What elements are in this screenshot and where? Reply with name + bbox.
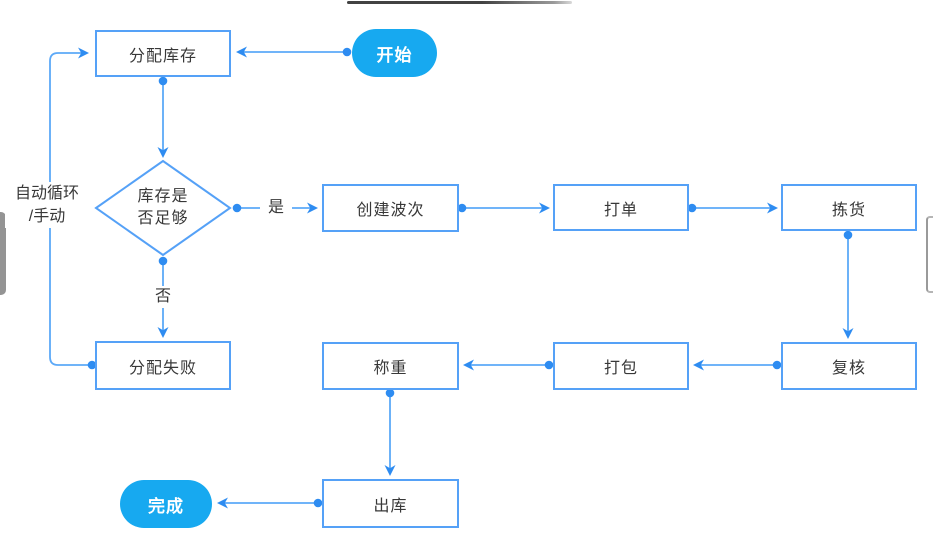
edge-label-no: 否 [147,286,179,308]
node-print-order[interactable]: 打单 [553,184,689,231]
node-pack[interactable]: 打包 [553,342,689,390]
node-done[interactable]: 完成 [120,480,212,528]
node-stock-check-decision-shape[interactable] [94,159,232,257]
edge-label-auto-loop: 自动循环 /手动 [5,182,89,228]
node-start[interactable]: 开始 [352,29,437,77]
node-pick-goods[interactable]: 拣货 [781,184,917,231]
node-create-wave[interactable]: 创建波次 [322,184,459,232]
edge-label-yes: 是 [260,197,292,219]
right-panel-handle[interactable] [926,216,933,293]
node-allocate-inventory[interactable]: 分配库存 [95,30,231,77]
node-weigh[interactable]: 称重 [322,342,459,390]
node-allocate-failed[interactable]: 分配失败 [95,341,231,390]
left-panel-handle[interactable] [0,212,6,295]
toolbar-edge-line [347,1,572,4]
node-stock-check-decision-label: 库存是 否足够 [113,186,213,230]
node-review[interactable]: 复核 [781,342,917,390]
node-outbound[interactable]: 出库 [322,479,459,528]
loop-label-line2: /手动 [28,208,66,225]
loop-label-line1: 自动循环 [14,185,79,202]
decision-label-line2: 否足够 [137,210,189,227]
decision-label-line1: 库存是 [137,188,189,205]
connection-dots [87,47,853,508]
